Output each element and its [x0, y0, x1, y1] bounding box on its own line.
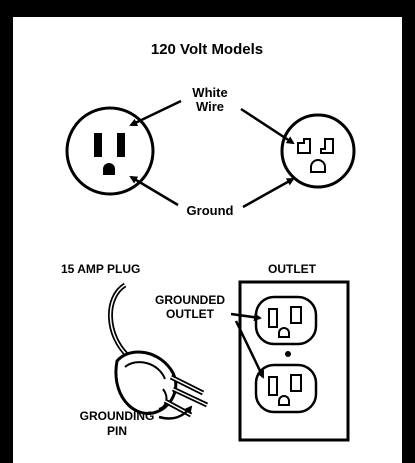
grounded-outlet-arrow-upper: [230, 312, 262, 322]
grounding-pin-label-line2: PIN: [107, 424, 127, 438]
left-receptacle-icon: [65, 106, 155, 196]
ground-label: Ground: [187, 203, 234, 218]
grounding-pin-arrow: [158, 405, 193, 420]
white-wire-label-line1: White: [192, 85, 227, 100]
wiring-diagram: 120 Volt Models White Wire G: [61, 41, 356, 442]
ground-arrow-right: [242, 177, 295, 209]
grounded-outlet-arrow-lower: [234, 320, 265, 379]
diagram-panel: 120 Volt Models White Wire G: [13, 17, 402, 463]
wall-outlet-plate-icon: [238, 280, 350, 442]
grounded-outlet-label-line2: OUTLET: [166, 307, 215, 321]
ground-arrow-left: [129, 175, 179, 207]
grounding-pin-label-line1: GROUNDING: [80, 409, 155, 423]
plug-title: 15 AMP PLUG: [61, 262, 140, 276]
grounded-outlet-label-line1: GROUNDED: [155, 293, 225, 307]
white-wire-label-line2: Wire: [196, 99, 224, 114]
white-wire-arrow-right: [240, 107, 295, 145]
right-receptacle-icon: [280, 113, 356, 189]
white-wire-arrow-left: [129, 99, 182, 127]
diagram-title: 120 Volt Models: [151, 41, 263, 58]
outlet-title: OUTLET: [268, 262, 317, 276]
